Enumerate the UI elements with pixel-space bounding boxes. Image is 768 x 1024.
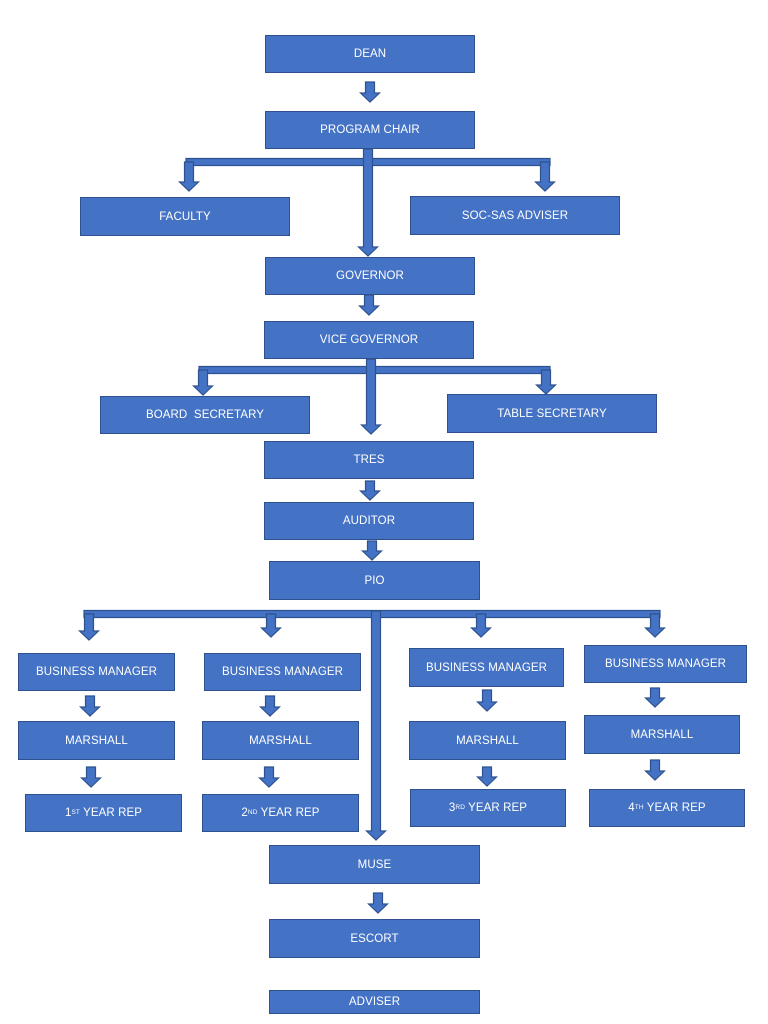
node-business-manager-1: BUSINESS MANAGER: [18, 653, 175, 691]
label-num: 4: [628, 802, 635, 814]
arrow-to-table-secretary: [534, 369, 558, 395]
label: ESCORT: [350, 932, 399, 945]
label: DEAN: [353, 48, 387, 60]
label: GOVERNOR: [336, 270, 404, 282]
label: SOC-SAS ADVISER: [461, 209, 569, 222]
label: MARSHALL: [630, 728, 694, 741]
arrow-auditor-to-pio: [360, 540, 384, 561]
label-num: 3: [448, 802, 456, 814]
label-rest: YEAR REP: [465, 802, 528, 814]
label: BUSINESS MANAGER: [221, 666, 344, 678]
node-faculty: FACULTY: [80, 197, 290, 236]
label: MARSHALL: [456, 734, 519, 747]
label-suffix: TH: [634, 803, 644, 811]
node-business-manager-3: BUSINESS MANAGER: [409, 648, 564, 687]
label: BUSINESS MANAGER: [604, 658, 727, 670]
arrow-to-business-manager-3: [469, 613, 493, 638]
arrow-marshall-4-to-4th-rep: [643, 759, 667, 781]
label: PIO: [364, 574, 385, 587]
node-auditor: AUDITOR: [264, 502, 474, 540]
label-suffix: RD: [455, 803, 466, 811]
node-soc-sas-adviser: SOC-SAS ADVISER: [410, 196, 620, 235]
label-num: 1: [64, 807, 72, 819]
arrow-marshall-2-to-2nd-rep: [257, 766, 281, 788]
node-business-manager-4: BUSINESS MANAGER: [584, 645, 747, 683]
node-dean: DEAN: [265, 35, 475, 73]
node-marshall-3: MARSHALL: [409, 721, 566, 760]
node-pio: PIO: [269, 561, 480, 600]
label-suffix: ST: [71, 808, 80, 816]
arrow-to-faculty: [177, 161, 201, 192]
node-adviser: ADVISER: [269, 990, 480, 1014]
arrow-to-business-manager-4: [643, 613, 667, 638]
label: AUDITOR: [342, 515, 396, 527]
node-governor: GOVERNOR: [265, 257, 475, 295]
node-vice-governor: VICE GOVERNOR: [264, 321, 474, 359]
arrow-bm3-to-marshall-3: [475, 689, 499, 712]
label-rest: YEAR REP: [643, 802, 706, 814]
arrow-to-board-secretary: [191, 369, 215, 396]
arrow-governor-to-vice-governor: [357, 294, 381, 316]
arrow-vice-governor-to-tres: [359, 358, 383, 435]
node-escort: ESCORT: [269, 919, 480, 958]
label: BUSINESS MANAGER: [35, 666, 158, 678]
arrow-program-chair-to-governor: [356, 148, 380, 257]
arrow-to-business-manager-2: [259, 613, 283, 638]
node-tres: TRES: [264, 441, 474, 479]
arrow-bm2-to-marshall-2: [258, 695, 282, 717]
label: BUSINESS MANAGER: [425, 661, 548, 674]
node-business-manager-2: BUSINESS MANAGER: [204, 653, 361, 691]
label-num: 2: [241, 807, 248, 819]
node-table-secretary: TABLE SECRETARY: [447, 394, 657, 433]
arrow-marshall-3-to-3rd-rep: [475, 766, 499, 787]
arrow-bm4-to-marshall-4: [643, 687, 667, 708]
label: PROGRAM CHAIR: [320, 124, 420, 136]
label: ADVISER: [348, 996, 401, 1008]
label: MARSHALL: [65, 734, 128, 747]
node-program-chair: PROGRAM CHAIR: [265, 111, 475, 149]
label: MARSHALL: [249, 734, 312, 747]
node-marshall-2: MARSHALL: [202, 721, 359, 760]
label: TABLE SECRETARY: [497, 407, 607, 420]
node-marshall-4: MARSHALL: [584, 715, 740, 754]
node-marshall-1: MARSHALL: [18, 721, 175, 760]
arrow-muse-to-escort: [366, 892, 390, 914]
label: TRES: [353, 454, 385, 466]
label: FACULTY: [159, 210, 211, 223]
arrow-pio-to-muse: [364, 610, 388, 841]
arrow-to-business-manager-1: [77, 613, 101, 641]
arrow-tres-to-auditor: [358, 480, 382, 501]
label-rest: YEAR REP: [79, 807, 143, 819]
label: BOARD SECRETARY: [145, 409, 265, 421]
node-muse: MUSE: [269, 845, 480, 884]
label-suffix: ND: [247, 808, 258, 816]
label: VICE GOVERNOR: [319, 334, 419, 346]
arrow-bm1-to-marshall-1: [78, 695, 102, 717]
arrow-dean-to-program-chair: [358, 81, 382, 103]
node-board-secretary: BOARD SECRETARY: [100, 396, 310, 434]
label-rest: YEAR REP: [257, 807, 320, 819]
arrow-to-soc-sas-adviser: [533, 161, 557, 192]
arrow-marshall-1-to-1st-rep: [79, 766, 103, 788]
label: MUSE: [357, 858, 392, 871]
